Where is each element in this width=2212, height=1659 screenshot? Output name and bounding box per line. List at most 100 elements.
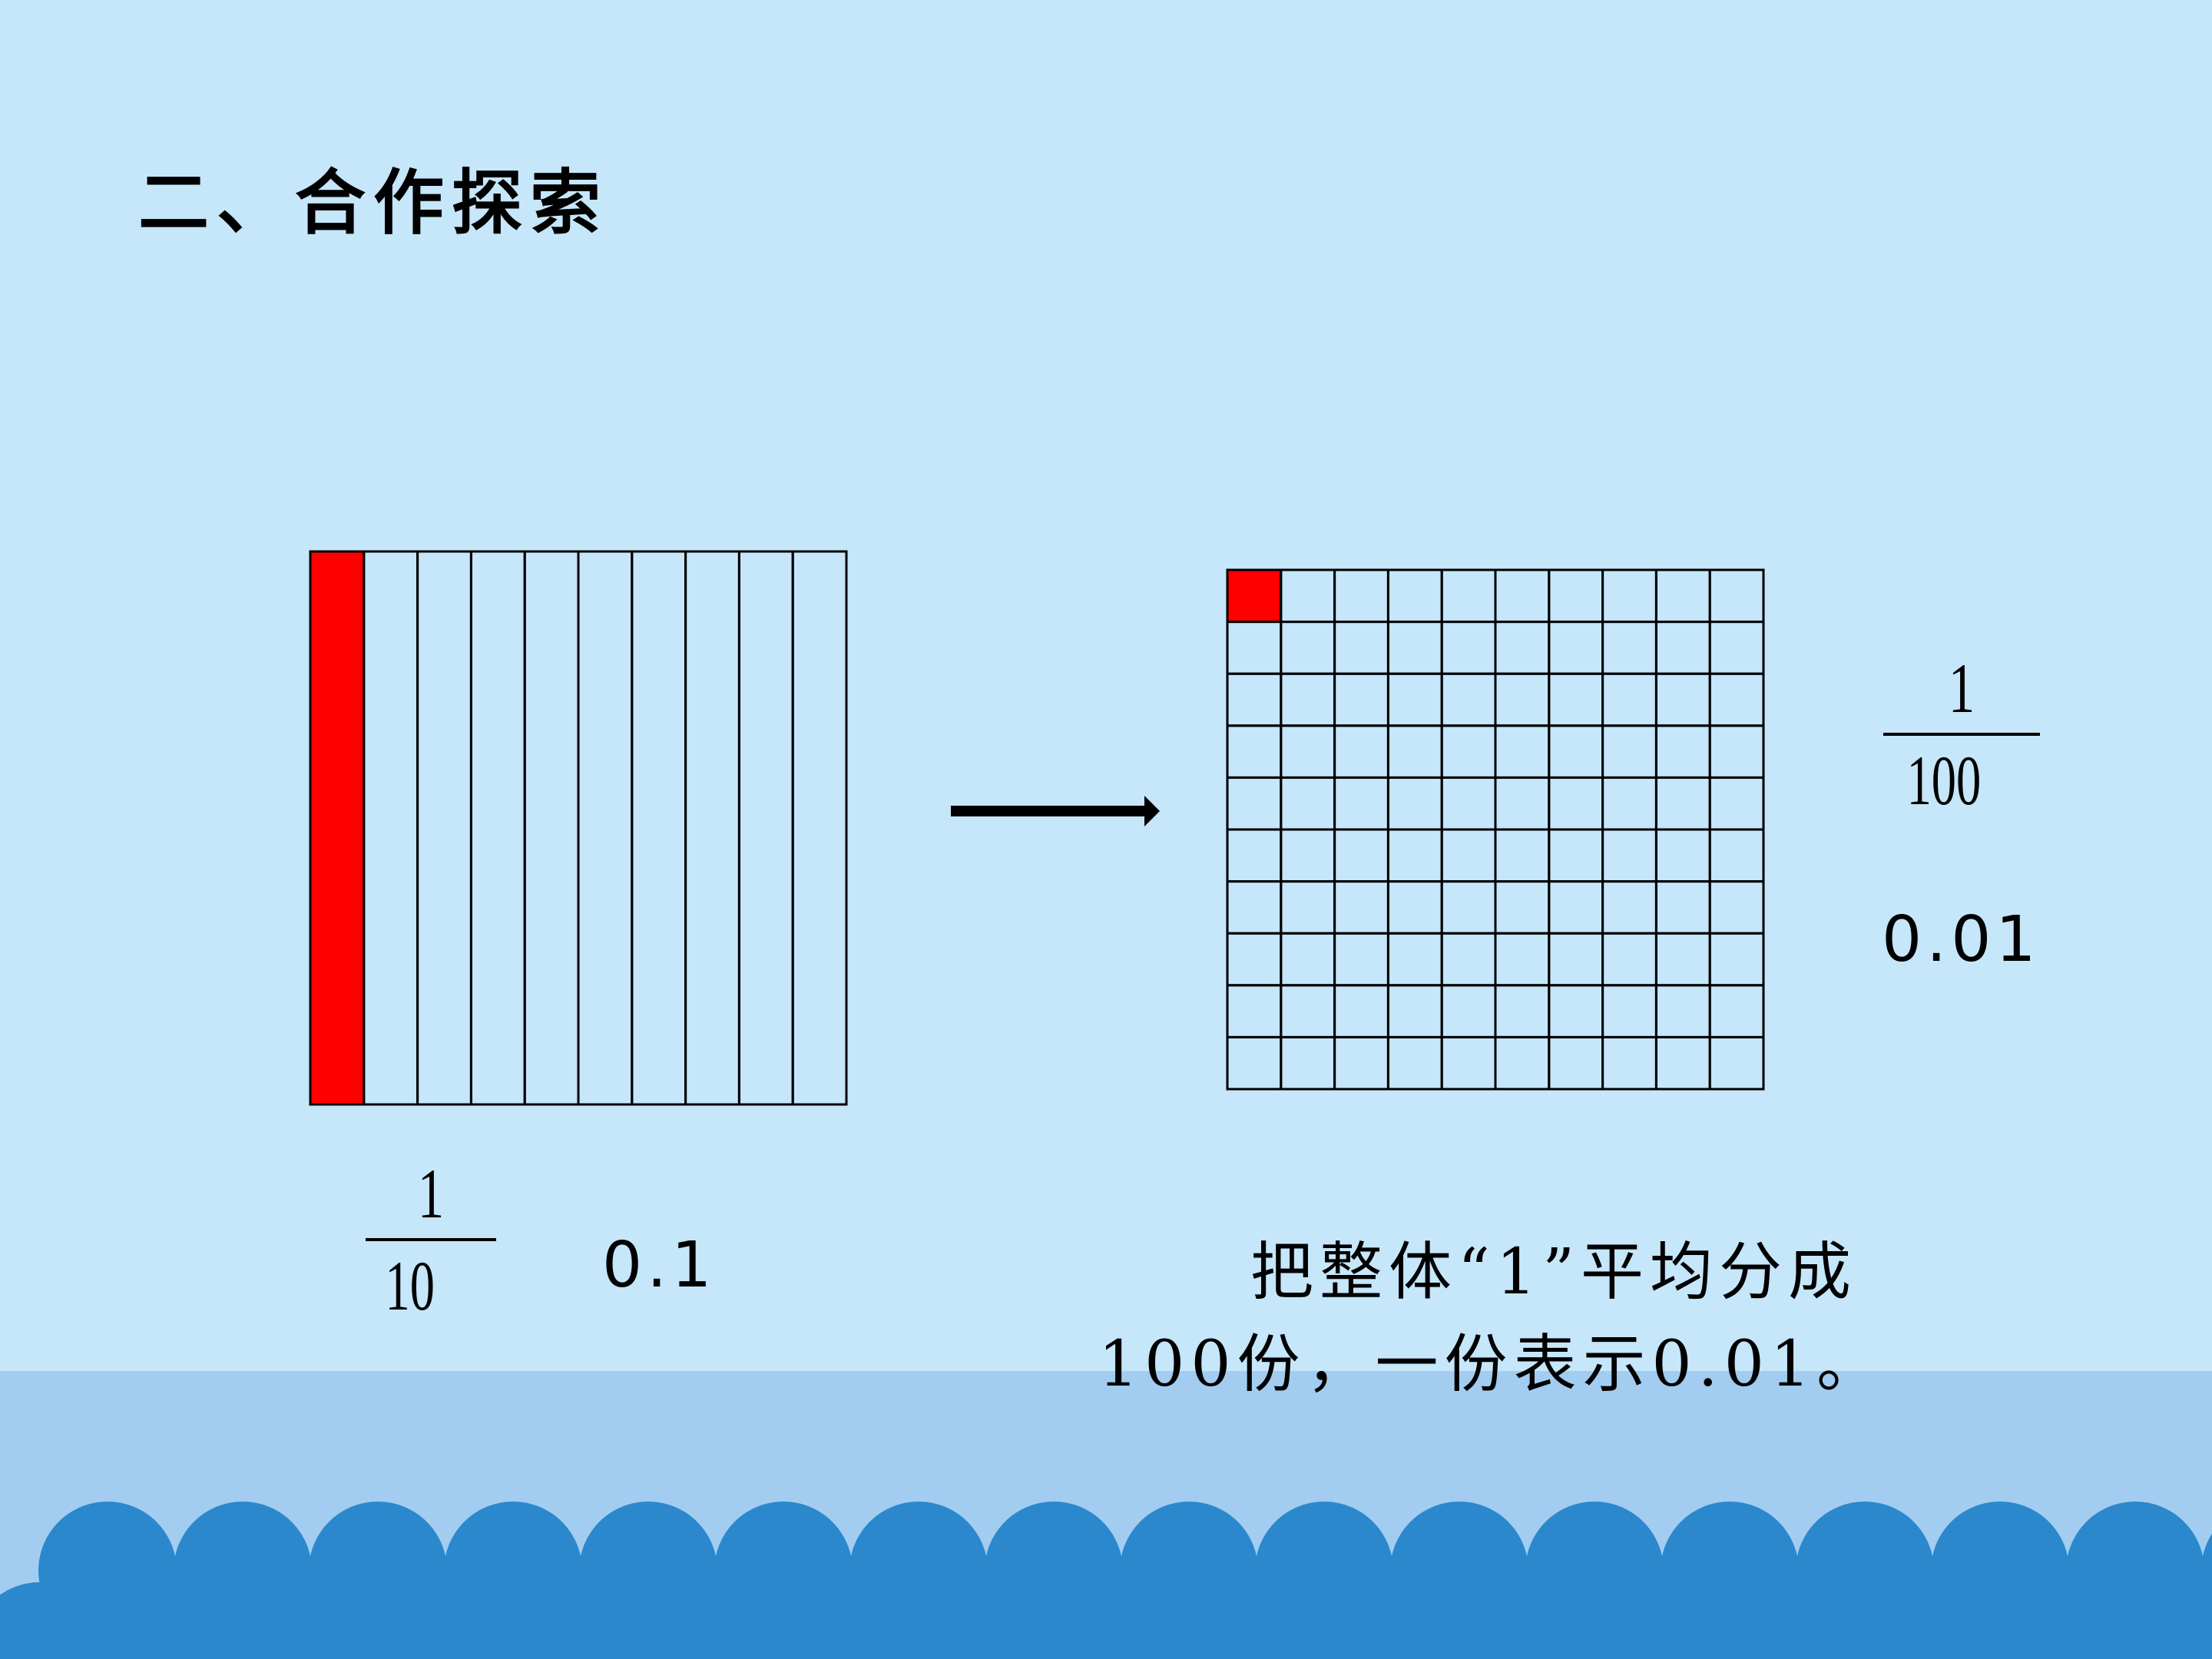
grid-cell: [1386, 776, 1443, 831]
grid-cell: [1386, 984, 1443, 1038]
fraction-one-hundredth: 1 100: [1883, 653, 2040, 816]
grid-cell: [1440, 621, 1497, 675]
grid-cell: [1654, 984, 1711, 1038]
grid-column: [631, 550, 687, 1106]
grid-cell: [1601, 1035, 1657, 1091]
grid-cell: [1280, 776, 1336, 831]
grid-cell: [1708, 621, 1765, 675]
grid-cell: [1708, 880, 1765, 935]
fraction-denominator: 10: [385, 1247, 435, 1325]
grid-cell: [1226, 724, 1283, 779]
grid-cell: [1494, 672, 1551, 727]
grid-cell: [1333, 776, 1389, 831]
grid-column: [469, 550, 526, 1106]
grid-cell: [1333, 672, 1389, 727]
grid-cell: [1708, 932, 1765, 987]
shaded-cell: [1226, 568, 1283, 624]
hundredths-model: [1226, 568, 1765, 1091]
grid-cell: [1708, 724, 1765, 779]
grid-cell: [1601, 724, 1657, 779]
grid-column: [791, 550, 848, 1106]
grid-cell: [1601, 568, 1657, 624]
grid-cell: [1601, 621, 1657, 675]
grid-cell: [1548, 568, 1604, 624]
grid-cell: [1548, 828, 1604, 883]
decimal-one-hundredth: 0.01: [1882, 903, 2041, 976]
grid-cell: [1494, 724, 1551, 779]
grid-cell: [1386, 672, 1443, 727]
grid-cell: [1708, 672, 1765, 727]
grid-cell: [1226, 776, 1283, 831]
fraction-bar: [1883, 733, 2040, 736]
grid-cell: [1494, 932, 1551, 987]
grid-cell: [1654, 568, 1711, 624]
fraction-numerator: 1: [1948, 649, 1975, 727]
grid-cell: [1226, 880, 1283, 935]
grid-cell: [1548, 776, 1604, 831]
grid-column: [737, 550, 794, 1106]
grid-cell: [1280, 880, 1336, 935]
grid-cell: [1548, 1035, 1604, 1091]
grid-cell: [1386, 932, 1443, 987]
caption-line-2: 100份，一份表示0.01。: [1098, 1328, 1886, 1401]
grid-cell: [1226, 828, 1283, 883]
grid-cell: [1333, 724, 1389, 779]
grid-cell: [1494, 1035, 1551, 1091]
fraction-bar: [366, 1238, 496, 1241]
grid-cell: [1386, 724, 1443, 779]
tenths-model: [309, 550, 848, 1106]
grid-cell: [1333, 1035, 1389, 1091]
caption-line-1: 把整体“1”平均分成: [1250, 1236, 1858, 1309]
grid-cell: [1280, 828, 1336, 883]
grid-cell: [1708, 984, 1765, 1038]
grid-cell: [1226, 1035, 1283, 1091]
grid-cell: [1226, 621, 1283, 675]
grid-cell: [1654, 880, 1711, 935]
grid-cell: [1708, 1035, 1765, 1091]
grid-cell: [1440, 880, 1497, 935]
grid-column: [684, 550, 740, 1106]
grid-cell: [1280, 568, 1336, 624]
grid-column: [577, 550, 634, 1106]
grid-cell: [1654, 672, 1711, 727]
grid-cell: [1440, 672, 1497, 727]
grid-cell: [1333, 568, 1389, 624]
grid-cell: [1386, 828, 1443, 883]
wave-decoration: [0, 1502, 2212, 1659]
grid-cell: [1494, 621, 1551, 675]
grid-cell: [1280, 1035, 1336, 1091]
grid-cell: [1548, 880, 1604, 935]
grid-cell: [1548, 984, 1604, 1038]
grid-column: [416, 550, 472, 1106]
grid-cell: [1280, 621, 1336, 675]
right-arrow-icon: [951, 796, 1160, 826]
wave-base: [0, 1636, 2212, 1659]
grid-cell: [1386, 621, 1443, 675]
grid-cell: [1548, 672, 1604, 727]
grid-cell: [1601, 984, 1657, 1038]
grid-cell: [1494, 828, 1551, 883]
grid-cell: [1654, 828, 1711, 883]
grid-cell: [1708, 828, 1765, 883]
grid-cell: [1601, 828, 1657, 883]
grid-cell: [1654, 776, 1711, 831]
grid-cell: [1548, 932, 1604, 987]
grid-cell: [1226, 984, 1283, 1038]
decimal-one-tenth: 0.1: [602, 1229, 717, 1302]
fraction-one-tenth: 1 10: [366, 1158, 496, 1321]
grid-cell: [1494, 880, 1551, 935]
grid-cell: [1601, 932, 1657, 987]
grid-cell: [1708, 568, 1765, 624]
page-title: 二、合作探索: [138, 161, 609, 244]
grid-cell: [1548, 621, 1604, 675]
grid-cell: [1226, 932, 1283, 987]
grid-cell: [1333, 880, 1389, 935]
grid-cell: [1226, 672, 1283, 727]
grid-cell: [1494, 984, 1551, 1038]
grid-cell: [1440, 776, 1497, 831]
grid-cell: [1494, 568, 1551, 624]
fraction-denominator: 100: [1906, 741, 1982, 820]
grid-cell: [1440, 984, 1497, 1038]
